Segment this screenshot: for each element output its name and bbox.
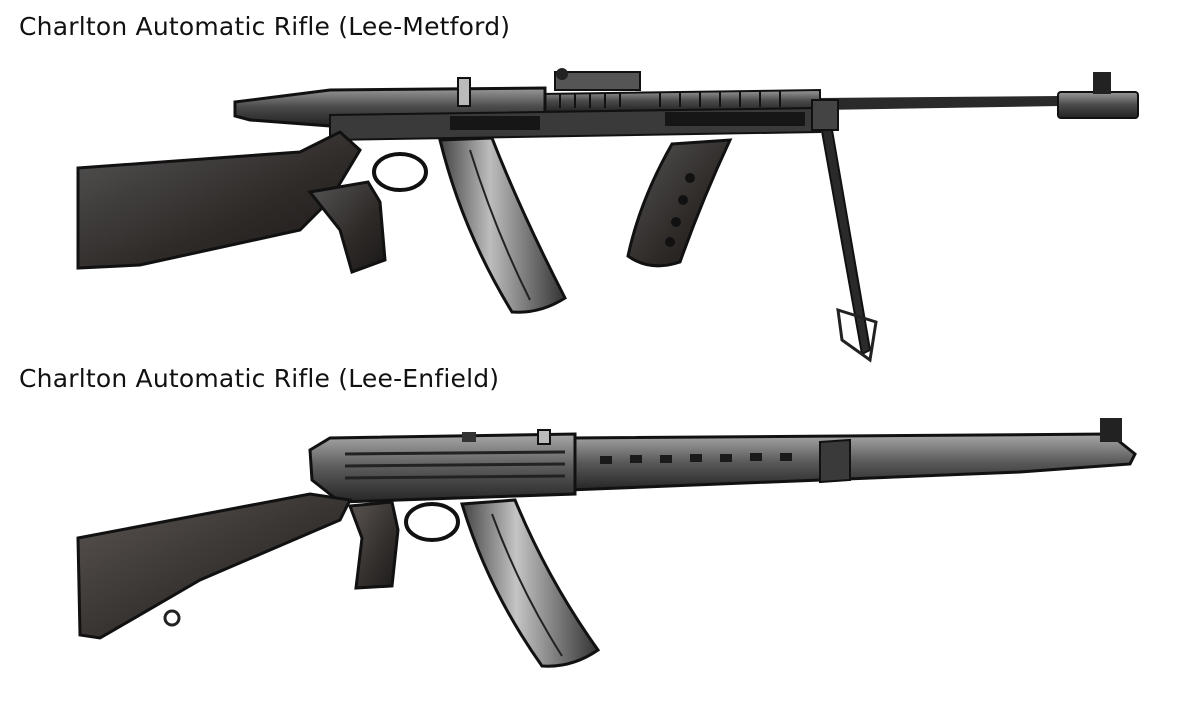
lee-enfield-rifle-image [76, 418, 1137, 668]
figure-caption-lee-metford: Charlton Automatic Rifle (Lee-Metford) [19, 12, 511, 41]
figure-caption-lee-enfield: Charlton Automatic Rifle (Lee-Enfield) [19, 364, 500, 393]
lee-metford-rifle-image [76, 68, 1139, 363]
